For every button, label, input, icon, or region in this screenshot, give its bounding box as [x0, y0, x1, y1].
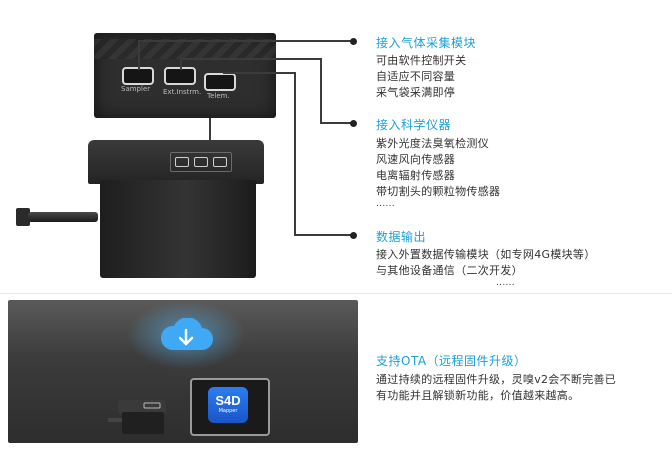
telem-port — [204, 73, 236, 91]
instruments-line: 紫外光度法臭氧检测仪 — [376, 137, 489, 150]
connector-line — [180, 58, 320, 60]
device-mini-port — [213, 157, 227, 167]
closeup-link-line — [209, 118, 211, 140]
gas-module-line: 采气袋采满即停 — [376, 86, 456, 99]
data-output-line: 与其他设备通信（二次开发） — [376, 264, 523, 277]
laptop-screen: S4D Mapper — [190, 378, 270, 436]
device-nozzle — [28, 212, 98, 222]
data-output-line: 接入外置数据传输模块（如专网4G模块等） — [376, 248, 596, 261]
section-divider — [0, 293, 672, 294]
device-port-group — [170, 152, 232, 172]
device-mini-port — [194, 157, 208, 167]
connector-line — [320, 122, 353, 124]
connector-line — [294, 72, 296, 234]
app-subname: Mapper — [218, 408, 238, 414]
bullet-dot — [350, 38, 357, 45]
connector-line — [180, 58, 182, 70]
instruments-heading: 接入科学仪器 — [376, 118, 452, 132]
instruments-line: 带切割头的颗粒物传感器 — [376, 185, 501, 198]
device-top — [88, 140, 264, 184]
instruments-line: 电离辐射传感器 — [376, 169, 456, 182]
bullet-dot — [350, 232, 357, 239]
ext-instrm-port-label: Ext.Instrm. — [163, 88, 202, 96]
bullet-dot — [350, 120, 357, 127]
data-output-heading: 数据输出 — [376, 230, 427, 244]
telem-port-label: Telem. — [207, 92, 230, 100]
device-mini-port — [175, 157, 189, 167]
app-icon: S4D Mapper — [208, 387, 248, 423]
connector-line — [294, 234, 353, 236]
device-thumbnail — [108, 400, 166, 434]
sampler-port-label: Sampler — [121, 85, 151, 93]
ota-heading: 支持OTA（远程固件升级） — [376, 354, 527, 368]
ota-line: 通过持续的远程固件升级，灵嗅v2会不断完善已 — [376, 373, 617, 386]
device-photo — [16, 140, 264, 280]
data-output-ellipsis: ...... — [496, 278, 515, 288]
connector-line — [320, 58, 322, 122]
app-name: S4D — [215, 393, 241, 408]
instruments-ellipsis: ...... — [376, 199, 395, 209]
ota-illustration: S4D Mapper — [8, 300, 358, 443]
device-texture — [94, 39, 276, 59]
port-closeup-photo: Sampler Ext.Instrm. Telem. — [94, 33, 276, 118]
instruments-line: 风速风向传感器 — [376, 153, 456, 166]
gas-module-line: 自适应不同容量 — [376, 70, 456, 83]
gas-module-line: 可由软件控制开关 — [376, 54, 467, 67]
cloud-download-icon — [161, 318, 213, 350]
connector-line — [138, 40, 353, 42]
connector-line — [223, 72, 295, 74]
device-nozzle-tip — [16, 208, 30, 226]
ota-line: 有功能并且解锁新功能，价值越来越高。 — [376, 389, 580, 402]
gas-module-heading: 接入气体采集模块 — [376, 36, 477, 50]
connector-line — [138, 40, 140, 70]
device-main-body — [100, 180, 256, 278]
